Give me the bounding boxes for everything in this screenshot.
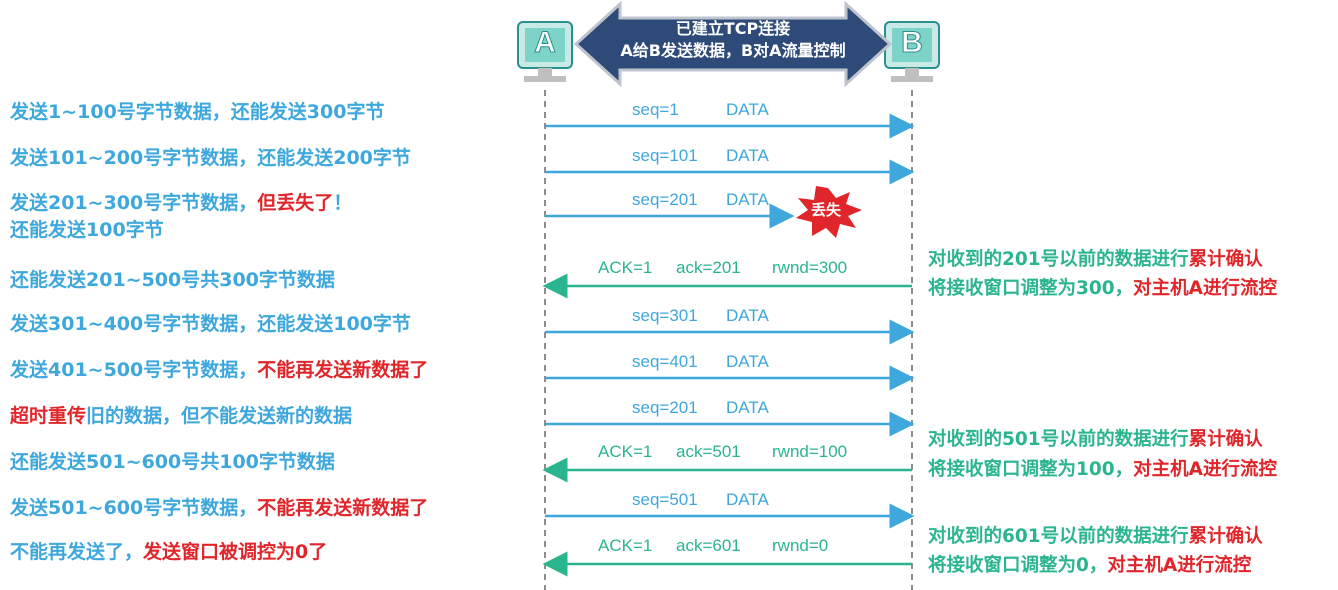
message-data-1: DATA [726,146,769,165]
lost-label: 丢失 [810,201,841,219]
message-ack-7: ack=501 [676,442,741,461]
right-note-2: 对收到的501号以前的数据进行累计确认 [928,428,1263,452]
lost-burst-icon [796,186,862,238]
message-seq-1: seq=101 [632,146,698,165]
left-note-8: 还能发送501~600号共100字节数据 [10,450,335,474]
left-note-1-part-0: 发送101~200号字节数据，还能发送200字节 [10,147,411,169]
message-data-4: DATA [726,306,769,325]
message-rwnd-3: rwnd=300 [772,258,848,277]
left-note-4: 还能发送201~500号共300字节数据 [10,268,335,292]
banner-arrow [573,0,893,88]
message-ack-3: ack=201 [676,258,741,277]
right-note-5-part-1: 对主机A进行流控 [1107,555,1252,576]
message-data-8: DATA [726,490,769,509]
left-note-9: 发送501~600号字节数据，不能再发送新数据了 [10,496,428,520]
left-note-10-part-0: 不能再发送了， [10,541,144,563]
message-seq-8: seq=501 [632,490,698,509]
message-seq-0: seq=1 [632,100,679,119]
left-note-2-part-2: ！ [333,192,353,214]
left-note-5-part-0: 发送301~400号字节数据，还能发送100字节 [10,313,411,335]
host-b-label: B [901,26,924,60]
right-note-0: 对收到的201号以前的数据进行累计确认 [928,248,1263,272]
message-ack-flag-3: ACK=1 [598,258,653,277]
right-note-4-part-1: 累计确认 [1188,526,1263,547]
right-note-1-part-1: 对主机A进行流控 [1133,278,1277,299]
right-note-5-part-0: 将接收窗口调整为0， [928,555,1108,576]
left-note-3-part-0: 还能发送100字节 [10,219,164,241]
right-note-0-part-1: 累计确认 [1188,249,1263,270]
left-note-6-part-0: 发送401~500号字节数据， [10,359,258,381]
left-note-0-part-0: 发送1~100号字节数据，还能发送300字节 [10,101,385,123]
message-seq-2: seq=201 [632,190,698,209]
message-seq-6: seq=201 [632,398,698,417]
message-rwnd-7: rwnd=100 [772,442,848,461]
message-rwnd-9: rwnd=0 [772,536,829,555]
left-note-0: 发送1~100号字节数据，还能发送300字节 [10,100,384,124]
right-note-2-part-1: 累计确认 [1188,429,1263,450]
left-note-9-part-0: 发送501~600号字节数据， [10,497,258,519]
message-data-2: DATA [726,190,769,209]
host-a-label: A [534,26,557,60]
right-note-4-part-0: 对收到的601号以前的数据进行 [928,526,1189,547]
banner-line-1: 已建立TCP连接 [675,19,791,38]
left-note-9-part-1: 不能再发送新数据了 [257,497,429,519]
message-ack-flag-9: ACK=1 [598,536,653,555]
banner-text: 已建立TCP连接 A给B发送数据，B对A流量控制 [608,18,858,62]
right-note-3-part-1: 对主机A进行流控 [1133,459,1277,480]
left-note-8-part-0: 还能发送501~600号共100字节数据 [10,451,335,473]
right-note-3-part-0: 将接收窗口调整为100， [928,459,1134,480]
host-b-monitor-icon [884,21,940,82]
host-a-monitor-icon [517,21,573,82]
message-data-0: DATA [726,100,769,119]
right-note-4: 对收到的601号以前的数据进行累计确认 [928,525,1263,549]
left-note-10: 不能再发送了，发送窗口被调控为0了 [10,540,327,564]
left-note-7-part-0: 超时重传 [10,405,87,427]
message-seq-4: seq=301 [632,306,698,325]
left-note-7: 超时重传旧的数据，但不能发送新的数据 [10,404,352,428]
right-note-1: 将接收窗口调整为300，对主机A进行流控 [928,277,1277,301]
left-note-10-part-1: 发送窗口被调控为0了 [143,541,328,563]
banner-line-2: A给B发送数据，B对A流量控制 [620,41,846,60]
left-note-7-part-1: 旧的数据，但不能发送新的数据 [86,405,353,427]
message-ack-flag-7: ACK=1 [598,442,653,461]
left-note-1: 发送101~200号字节数据，还能发送200字节 [10,146,411,170]
left-note-2-part-1: 但丢失了 [257,192,334,214]
message-data-5: DATA [726,352,769,371]
message-seq-5: seq=401 [632,352,698,371]
left-note-2: 发送201~300号字节数据，但丢失了！ [10,191,352,215]
message-data-6: DATA [726,398,769,417]
left-note-6: 发送401~500号字节数据，不能再发送新数据了 [10,358,428,382]
left-note-6-part-1: 不能再发送新数据了 [257,359,429,381]
left-note-2-part-0: 发送201~300号字节数据， [10,192,258,214]
right-note-5: 将接收窗口调整为0，对主机A进行流控 [928,554,1251,578]
left-note-3: 还能发送100字节 [10,218,164,242]
right-note-1-part-0: 将接收窗口调整为300， [928,278,1134,299]
left-note-4-part-0: 还能发送201~500号共300字节数据 [10,269,335,291]
right-note-2-part-0: 对收到的501号以前的数据进行 [928,429,1189,450]
message-ack-9: ack=601 [676,536,741,555]
right-note-3: 将接收窗口调整为100，对主机A进行流控 [928,458,1277,482]
left-note-5: 发送301~400号字节数据，还能发送100字节 [10,312,411,336]
right-note-0-part-0: 对收到的201号以前的数据进行 [928,249,1189,270]
